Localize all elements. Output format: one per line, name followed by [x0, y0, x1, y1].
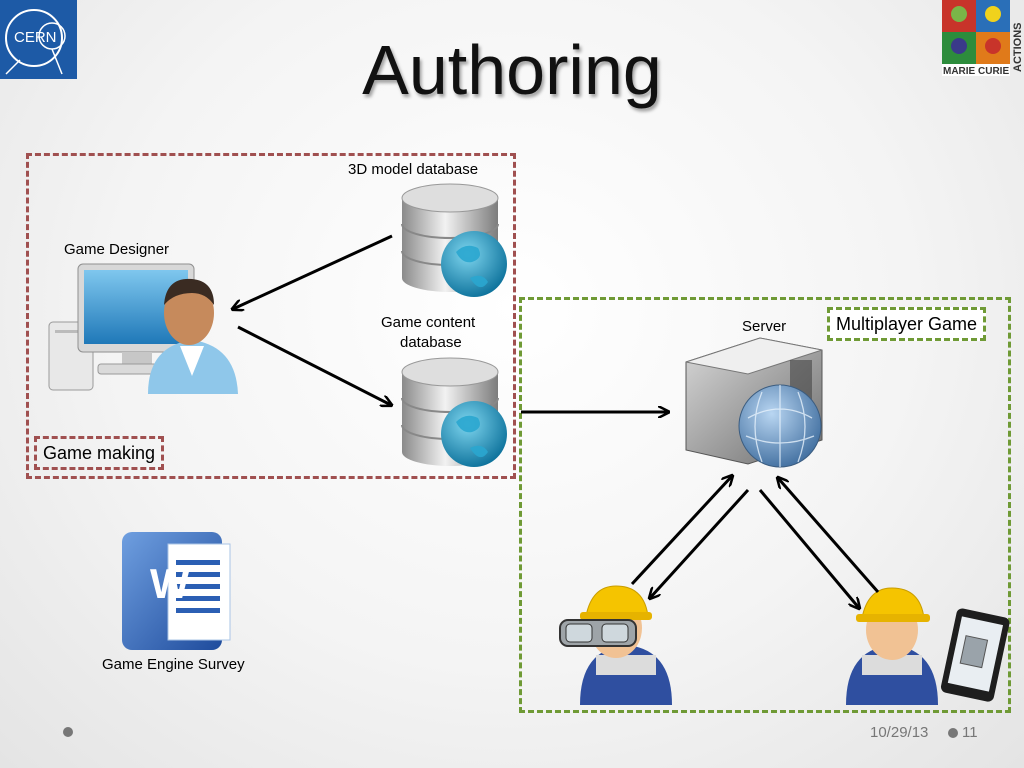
slide-number: 11	[962, 724, 978, 741]
server-label: Server	[742, 318, 787, 335]
player-goggles-icon	[559, 585, 672, 705]
word-document-icon: W	[122, 532, 231, 650]
multiplayer-region	[519, 297, 1011, 713]
survey-label: Game Engine Survey	[102, 656, 245, 673]
game-designer-label: Game Designer	[64, 241, 170, 258]
slide-title: Authoring	[362, 31, 662, 109]
arrow-player1-to-server	[630, 476, 732, 586]
cern-logo-text: CERN	[14, 29, 57, 46]
model-db-label: 3D model database	[348, 161, 479, 178]
game-making-region	[26, 153, 516, 479]
arrow-player2-to-server	[778, 478, 880, 593]
actions-text: ACTIONS	[1012, 23, 1024, 73]
arrows	[233, 234, 880, 608]
arrow-model-db-to-designer	[233, 234, 393, 309]
cern-logo: CERN	[0, 0, 77, 79]
marie-curie-text: MARIE CURIE	[943, 66, 1009, 77]
arrow-designer-to-content-db	[237, 325, 391, 405]
game-designer-icon	[48, 263, 238, 394]
footer-dot-right	[948, 728, 958, 738]
server-icon	[685, 337, 823, 468]
arrow-server-to-player1	[650, 488, 750, 598]
marie-curie-logo: MARIE CURIE ACTIONS	[942, 0, 1024, 77]
content-db-label-line1: Game content	[381, 314, 476, 331]
player-tablet-icon	[846, 587, 1010, 705]
model-db-icon	[401, 183, 507, 297]
footer-dot-left	[63, 727, 73, 737]
content-db-icon	[401, 357, 507, 467]
content-db-label-line2: database	[400, 334, 462, 351]
multiplayer-game-label: Multiplayer Game	[827, 307, 987, 341]
footer-date: 10/29/13	[870, 724, 929, 741]
svg-text:W: W	[150, 560, 190, 607]
arrow-server-to-player2	[758, 489, 859, 608]
game-making-label: Game making	[34, 436, 165, 470]
